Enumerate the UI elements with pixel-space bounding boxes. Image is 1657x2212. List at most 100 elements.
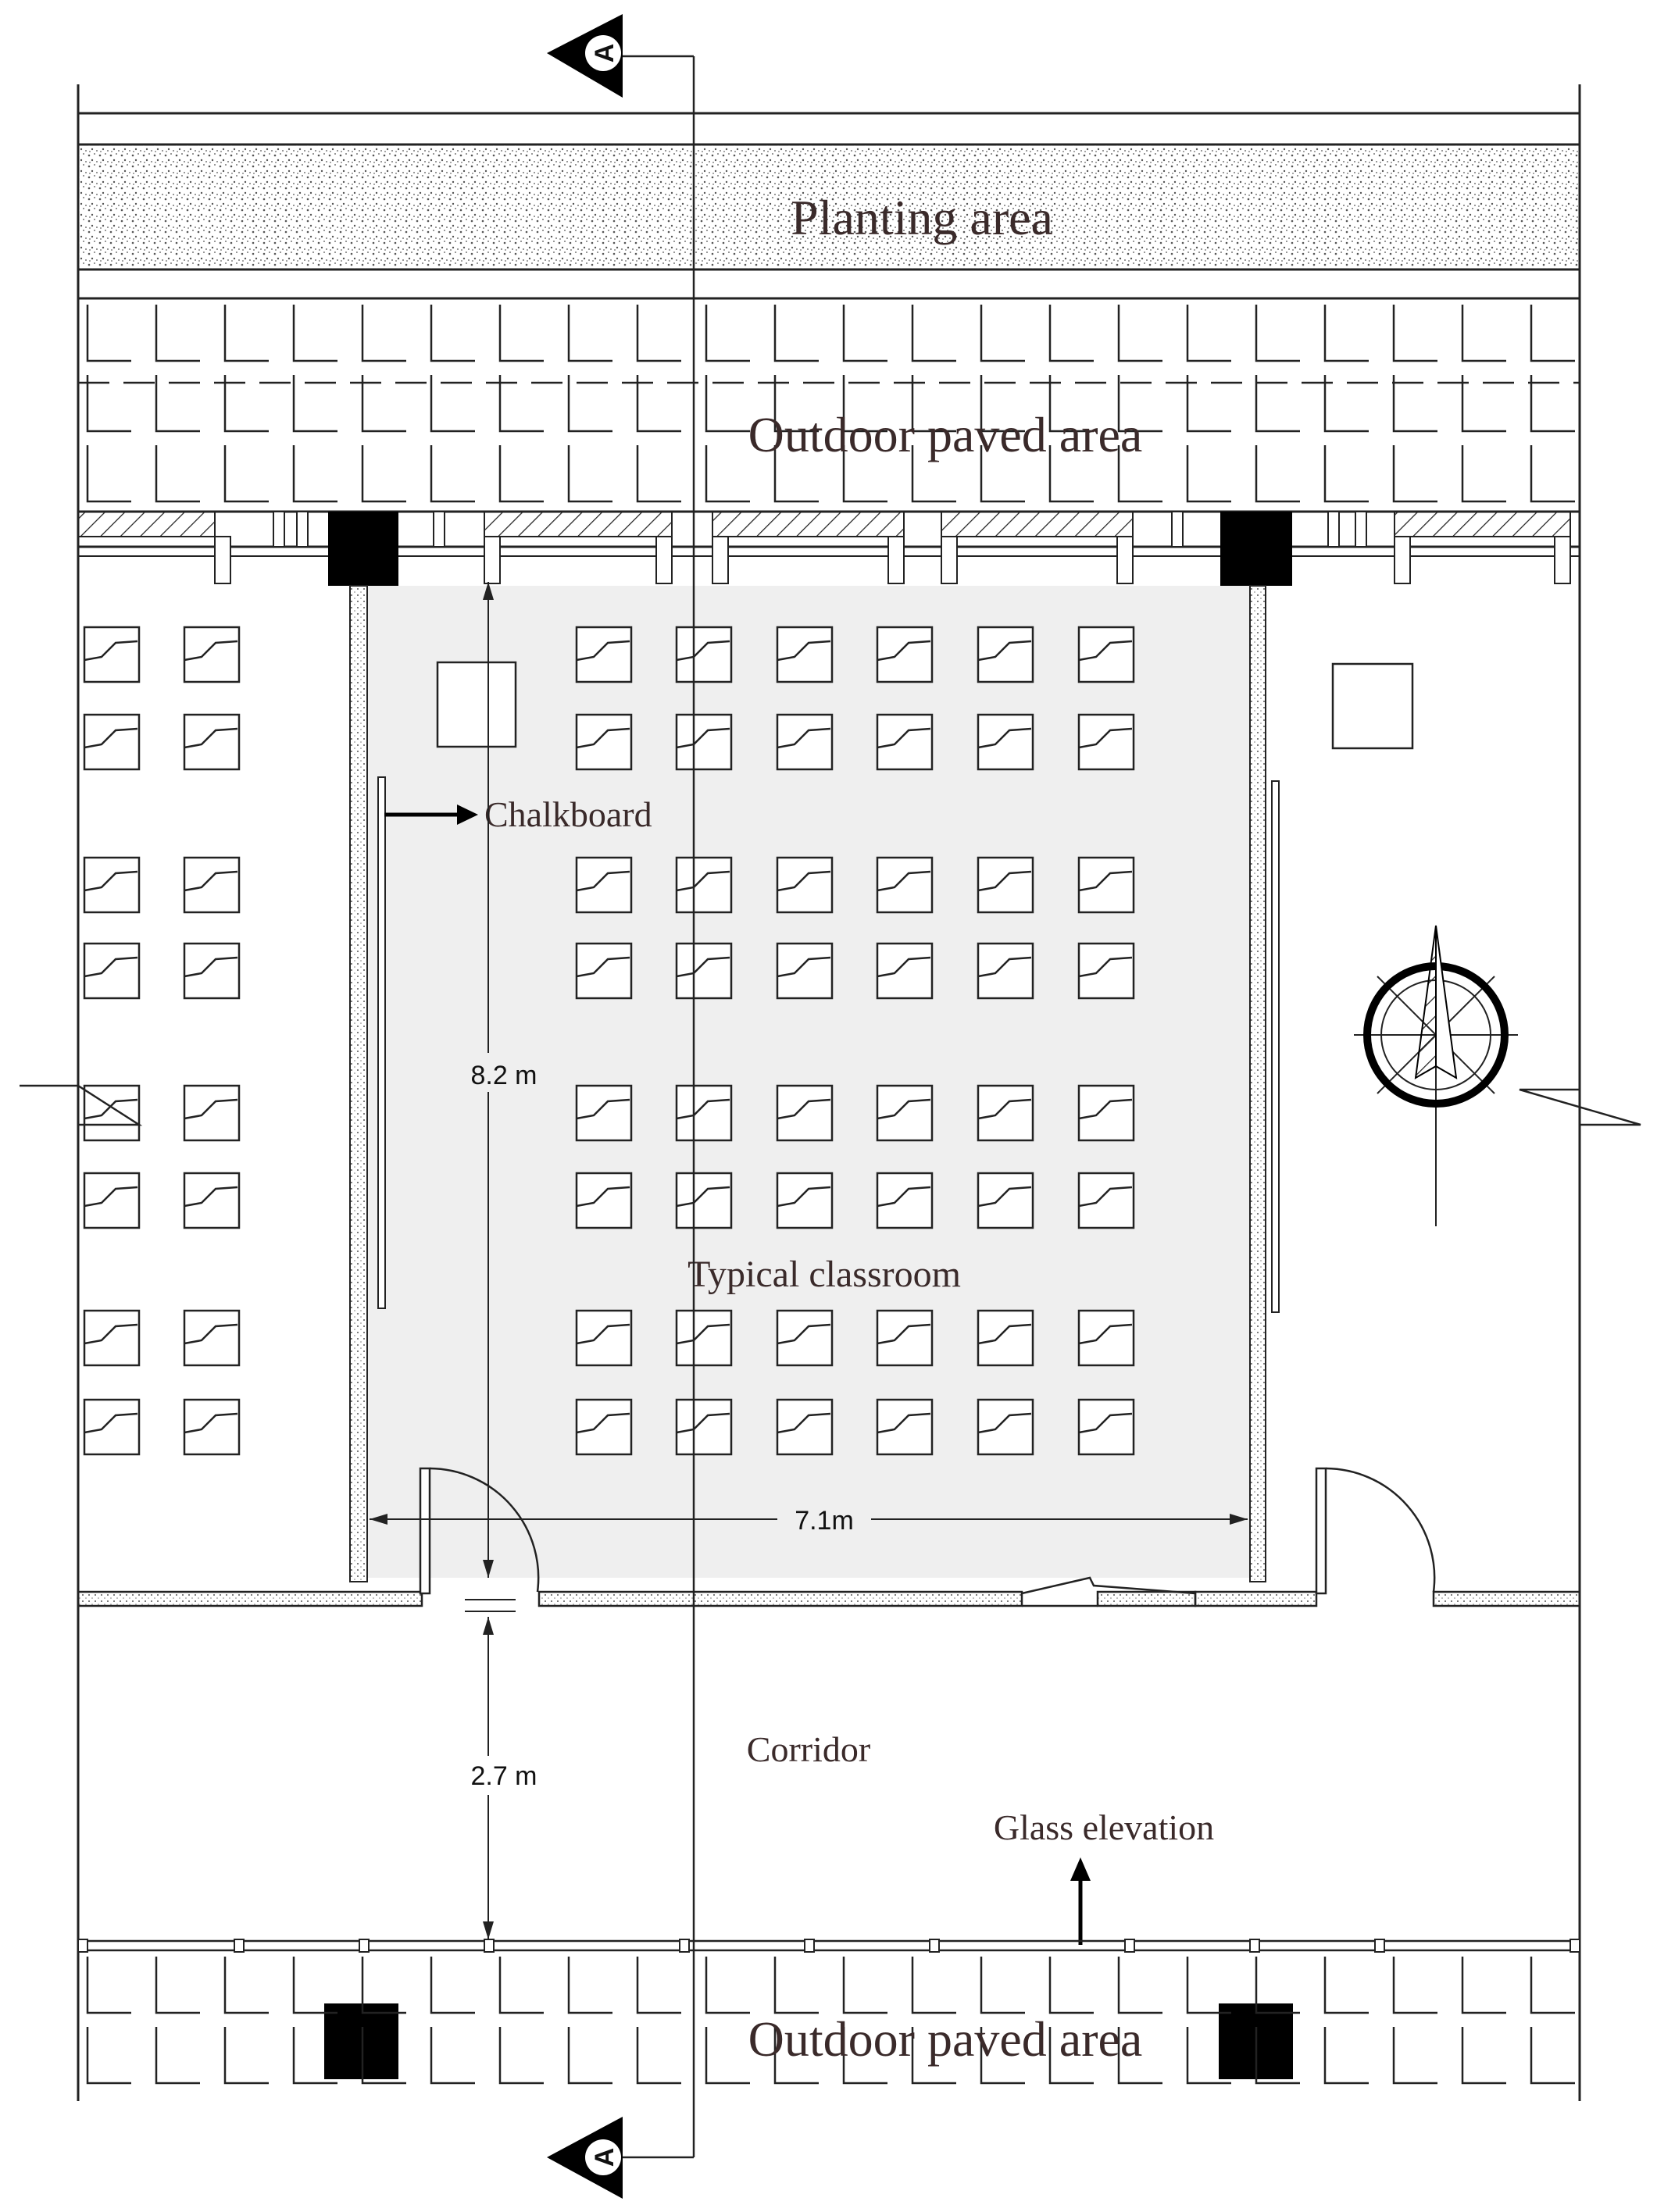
paving-tile [430, 445, 475, 503]
paving-tile [911, 1957, 956, 2014]
arrow-up-icon [1070, 1857, 1091, 1945]
student-desk [183, 1398, 241, 1456]
student-desk [977, 1084, 1034, 1142]
student-desk [977, 856, 1034, 914]
student-desk [675, 1309, 733, 1367]
paving-tile [636, 1957, 681, 2014]
student-desk [575, 942, 633, 1000]
student-desk [977, 1309, 1034, 1367]
paving-tile [1117, 2027, 1162, 2085]
paving-tile [1392, 375, 1437, 433]
paving-tile [155, 2027, 200, 2085]
student-desk [675, 942, 733, 1000]
section-marker-icon: A [547, 14, 623, 98]
paving-tile [86, 2027, 131, 2085]
dimension-width-label: 7.1m [795, 1506, 854, 1536]
paving-tile [842, 375, 887, 433]
student-desk [876, 626, 934, 683]
paving-tile [1186, 375, 1231, 433]
paving-tile [705, 2027, 750, 2085]
paving-tile [1255, 1957, 1300, 2014]
paving-tile [1117, 375, 1162, 433]
student-desk [876, 856, 934, 914]
glass-mullion [679, 1939, 690, 1953]
paving-tile [636, 305, 681, 362]
student-desk [776, 626, 834, 683]
student-desk [83, 942, 141, 1000]
student-desk [83, 1309, 141, 1367]
student-desk [876, 1084, 934, 1142]
glass-mullion [1124, 1939, 1135, 1953]
student-desk [776, 1398, 834, 1456]
glass-facade [78, 1939, 1580, 1952]
paving-tile [1392, 1957, 1437, 2014]
chalkboard-east [1271, 780, 1280, 1313]
student-desk [183, 713, 241, 771]
paving-tile [498, 375, 544, 433]
student-desk [1077, 1398, 1135, 1456]
paving-tile [498, 305, 544, 362]
paving-tile [430, 1957, 475, 2014]
student-desk [876, 1309, 934, 1367]
outdoor-paved-bottom-label: Outdoor paved area [748, 2011, 1143, 2067]
dimension-width: 7.1m [370, 1500, 1248, 1539]
paving-tile [1323, 1957, 1369, 2014]
paving-tile [842, 305, 887, 362]
paving-tile [430, 305, 475, 362]
student-desk [575, 713, 633, 771]
paving-tile [86, 1957, 131, 2014]
paving-tile [773, 305, 819, 362]
student-desk [876, 713, 934, 771]
student-desk [675, 713, 733, 771]
classroom-east-wall [1249, 585, 1266, 1582]
paving-tile [980, 2027, 1025, 2085]
student-desk [83, 1172, 141, 1229]
student-desk [675, 856, 733, 914]
paving-tile [292, 445, 337, 503]
chalkboard-label: Chalkboard [484, 794, 652, 834]
outdoor-paved-area-top [86, 305, 1575, 503]
paving-tile [1186, 2027, 1231, 2085]
svg-text:A: A [590, 2148, 620, 2167]
paving-tile [1117, 1957, 1162, 2014]
glass-mullion [359, 1939, 370, 1953]
paving-tile [292, 1957, 337, 2014]
paving-tile [292, 375, 337, 433]
paving-tile [1323, 2027, 1369, 2085]
glass-elevation-label: Glass elevation [994, 1807, 1214, 1847]
paving-tile [1048, 2027, 1094, 2085]
paving-tile [223, 375, 269, 433]
paving-tile [1117, 445, 1162, 503]
paving-tile [155, 305, 200, 362]
student-desk [575, 1398, 633, 1456]
paving-tile [1048, 305, 1094, 362]
paving-tile [911, 305, 956, 362]
paving-tile [155, 445, 200, 503]
teacher-desk [436, 661, 517, 748]
paving-tile [155, 1957, 200, 2014]
paving-tile [1048, 445, 1094, 503]
paving-tile [498, 1957, 544, 2014]
student-desk [575, 856, 633, 914]
student-desk [183, 942, 241, 1000]
section-marker-icon: A [547, 2117, 623, 2199]
glass-mullion [929, 1939, 940, 1953]
student-desk [1077, 626, 1135, 683]
glass-mullion [1374, 1939, 1385, 1953]
paving-tile [980, 305, 1025, 362]
paving-tile [636, 445, 681, 503]
paving-tile [911, 375, 956, 433]
paving-tile [1186, 305, 1231, 362]
paving-tile [773, 445, 819, 503]
teacher-desk [1331, 662, 1414, 750]
student-desk [776, 942, 834, 1000]
paving-tile [86, 445, 131, 503]
north-arrow-icon [1354, 925, 1518, 1226]
outdoor-paved-area-bottom [86, 1957, 1575, 2085]
student-desk [776, 856, 834, 914]
student-desk [1077, 942, 1135, 1000]
dimension-depth-label: 8.2 m [470, 1061, 537, 1090]
paving-tile [1323, 445, 1369, 503]
student-desk [83, 1398, 141, 1456]
